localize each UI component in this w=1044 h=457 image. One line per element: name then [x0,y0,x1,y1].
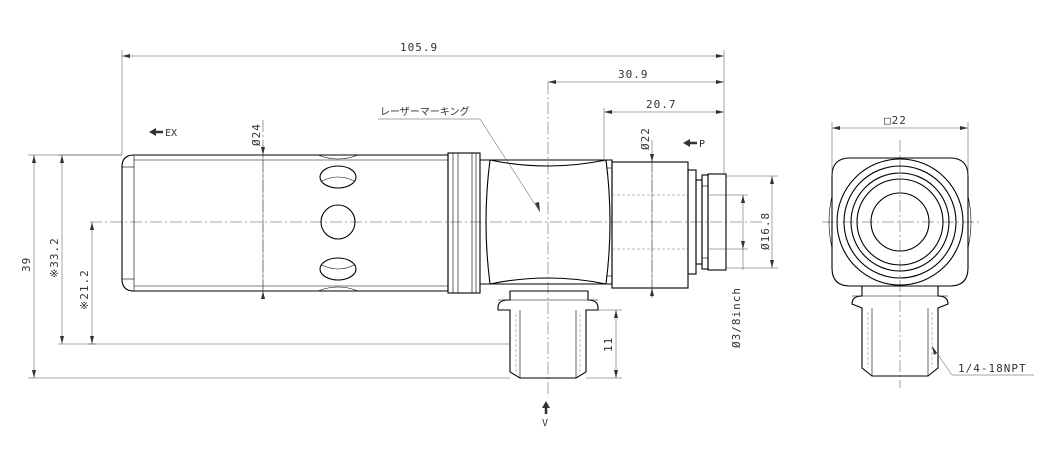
slot-lower [319,257,357,281]
dim-collar-diameter: Ø16.8 [726,175,778,269]
square-size-value: □22 [884,114,907,127]
dim-overall-length: 105.9 [121,41,725,175]
dim-body-diameter: Ø24 [250,123,265,299]
overall-height-value: 39 [20,257,33,272]
slot-round [320,204,356,240]
ring-4 [856,178,944,266]
laser-marking-label: レーザーマーキング [380,105,470,118]
body-diameter-value: Ø24 [250,123,263,146]
dim-overall-height: 39 [20,154,510,379]
dim-tube-size: Ø3/8inch [708,194,748,348]
height-21-value: ※21.2 [78,269,91,310]
push-in-collet [687,169,727,275]
thread-spec-value: 1/4-18NPT [958,362,1027,375]
dim-height-33: ※33.2 [48,154,510,345]
tube-size-value: Ø3/8inch [730,287,743,348]
center-to-end-value: 30.9 [618,68,649,81]
height-33-value: ※33.2 [48,237,61,278]
overall-length-value: 105.9 [400,41,438,54]
dim-height-21: ※21.2 [78,222,96,345]
ring-2 [843,165,957,279]
ring-collar [447,152,481,294]
dim-port-length: 20.7 [603,98,724,162]
pressure-label: P [699,139,705,150]
exhaust-label: EX [165,128,177,139]
dim-square-size: □22 [831,114,969,176]
port-diameter-value: Ø22 [639,127,652,150]
slot-upper [319,165,357,189]
port-length-value: 20.7 [646,98,677,111]
pressure-indicator: P [683,139,705,150]
vacuum-label: V [542,418,548,429]
threaded-stem [497,290,599,379]
square-body [831,157,969,287]
collar-diameter-value: Ø16.8 [759,212,772,250]
laser-marking-callout: レーザーマーキング [378,105,541,213]
dim-thread-length: 11 [586,309,622,379]
thread-length-value: 11 [602,337,615,352]
bore [870,192,930,252]
side-view: □22 1/4-18NPT [822,114,1034,388]
dim-port-diameter: Ø22 [639,127,654,298]
exhaust-indicator: EX [149,128,177,139]
vacuum-indicator: V [542,401,550,429]
thread-spec-callout: 1/4-18NPT [931,345,1034,376]
dim-center-to-end: 30.9 [548,68,724,84]
outer-ring [836,158,964,286]
silencer-body [121,154,449,292]
front-view: レーザーマーキング EX P V 105.9 [20,41,778,429]
ring-3 [850,172,950,272]
port-cylinder [611,161,689,289]
